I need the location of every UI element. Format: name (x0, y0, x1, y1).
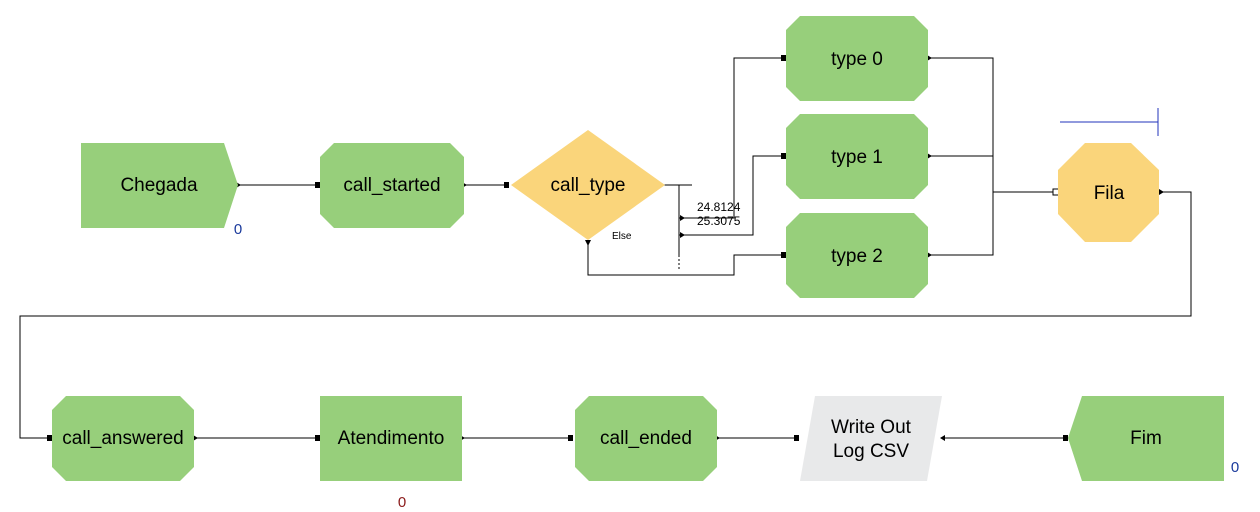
module-type-2[interactable]: type 2 (786, 213, 928, 298)
module-label: Chegada (120, 175, 198, 196)
module-write-out-log-csv[interactable]: Write Out Log CSV (800, 396, 942, 481)
module-call-type[interactable]: call_type 24.8124 25.3075 Else (511, 130, 741, 242)
arrowhead (927, 153, 932, 159)
connector-fila-call-answered[interactable] (19, 191, 1192, 439)
entity-counter: 0 (234, 221, 242, 238)
module-label: Fim (1130, 428, 1162, 449)
module-label-line-1: Write Out (831, 417, 912, 438)
assign-shape (320, 143, 464, 228)
entry-port (568, 435, 573, 441)
entry-port (781, 153, 786, 159)
module-chegada[interactable]: Chegada 0 (81, 143, 242, 238)
module-label: call_answered (62, 428, 183, 449)
branch-probability-1: 24.8124 (697, 200, 741, 214)
module-label-line-2: Log CSV (833, 441, 909, 462)
module-type-0[interactable]: type 0 (786, 16, 928, 101)
else-label: Else (612, 231, 632, 242)
decide-shape (511, 130, 665, 240)
module-label: call_type (551, 175, 626, 196)
connector-type2-fila[interactable] (930, 192, 994, 256)
arrowhead (1159, 189, 1164, 195)
arrowhead (193, 435, 198, 441)
write-shape (800, 396, 942, 481)
connector-type0-fila[interactable] (930, 57, 994, 192)
module-fila[interactable]: Fila (1058, 108, 1159, 242)
connector-branch-to-type0[interactable] (679, 57, 784, 219)
module-fim[interactable]: Fim 0 (1068, 396, 1239, 481)
assign-shape (786, 16, 928, 101)
module-label: Fila (1094, 183, 1125, 204)
entity-counter: 0 (1231, 459, 1239, 476)
entry-port (794, 435, 799, 441)
module-label: Atendimento (338, 428, 445, 449)
module-label: type 0 (831, 49, 883, 70)
entry-port (781, 55, 786, 61)
arrowhead (680, 215, 685, 221)
arrowhead (680, 232, 685, 238)
module-call-started[interactable]: call_started (320, 143, 464, 228)
module-label: type 1 (831, 147, 883, 168)
assign-shape (575, 396, 717, 481)
entry-port (1063, 435, 1068, 441)
dispose-shape (1068, 396, 1224, 481)
module-atendimento[interactable]: Atendimento 0 (320, 396, 462, 511)
assign-shape (786, 213, 928, 298)
process-counter: 0 (398, 494, 406, 511)
branch-probability-2: 25.3075 (697, 214, 741, 228)
connector-branch-to-type1[interactable] (679, 155, 784, 236)
arrowhead (927, 55, 932, 61)
entry-port (504, 182, 509, 188)
entry-port (315, 182, 320, 188)
module-call-ended[interactable]: call_ended (575, 396, 717, 481)
module-label: call_ended (600, 428, 692, 449)
assign-shape (786, 114, 928, 199)
arrowhead (927, 252, 932, 258)
module-label: call_started (343, 175, 440, 196)
entry-port (781, 252, 786, 258)
assign-shape (52, 396, 194, 481)
arrowhead (940, 435, 945, 441)
arrowhead (585, 240, 591, 246)
process-shape (320, 396, 462, 481)
connector-else-to-type2[interactable] (587, 243, 784, 276)
entry-port (315, 435, 320, 441)
module-label: type 2 (831, 246, 883, 267)
entry-port (47, 435, 52, 441)
connectors (19, 57, 1192, 439)
module-call-answered[interactable]: call_answered (52, 396, 194, 481)
hold-shape (1058, 143, 1159, 242)
create-shape (81, 143, 238, 228)
module-type-1[interactable]: type 1 (786, 114, 928, 199)
